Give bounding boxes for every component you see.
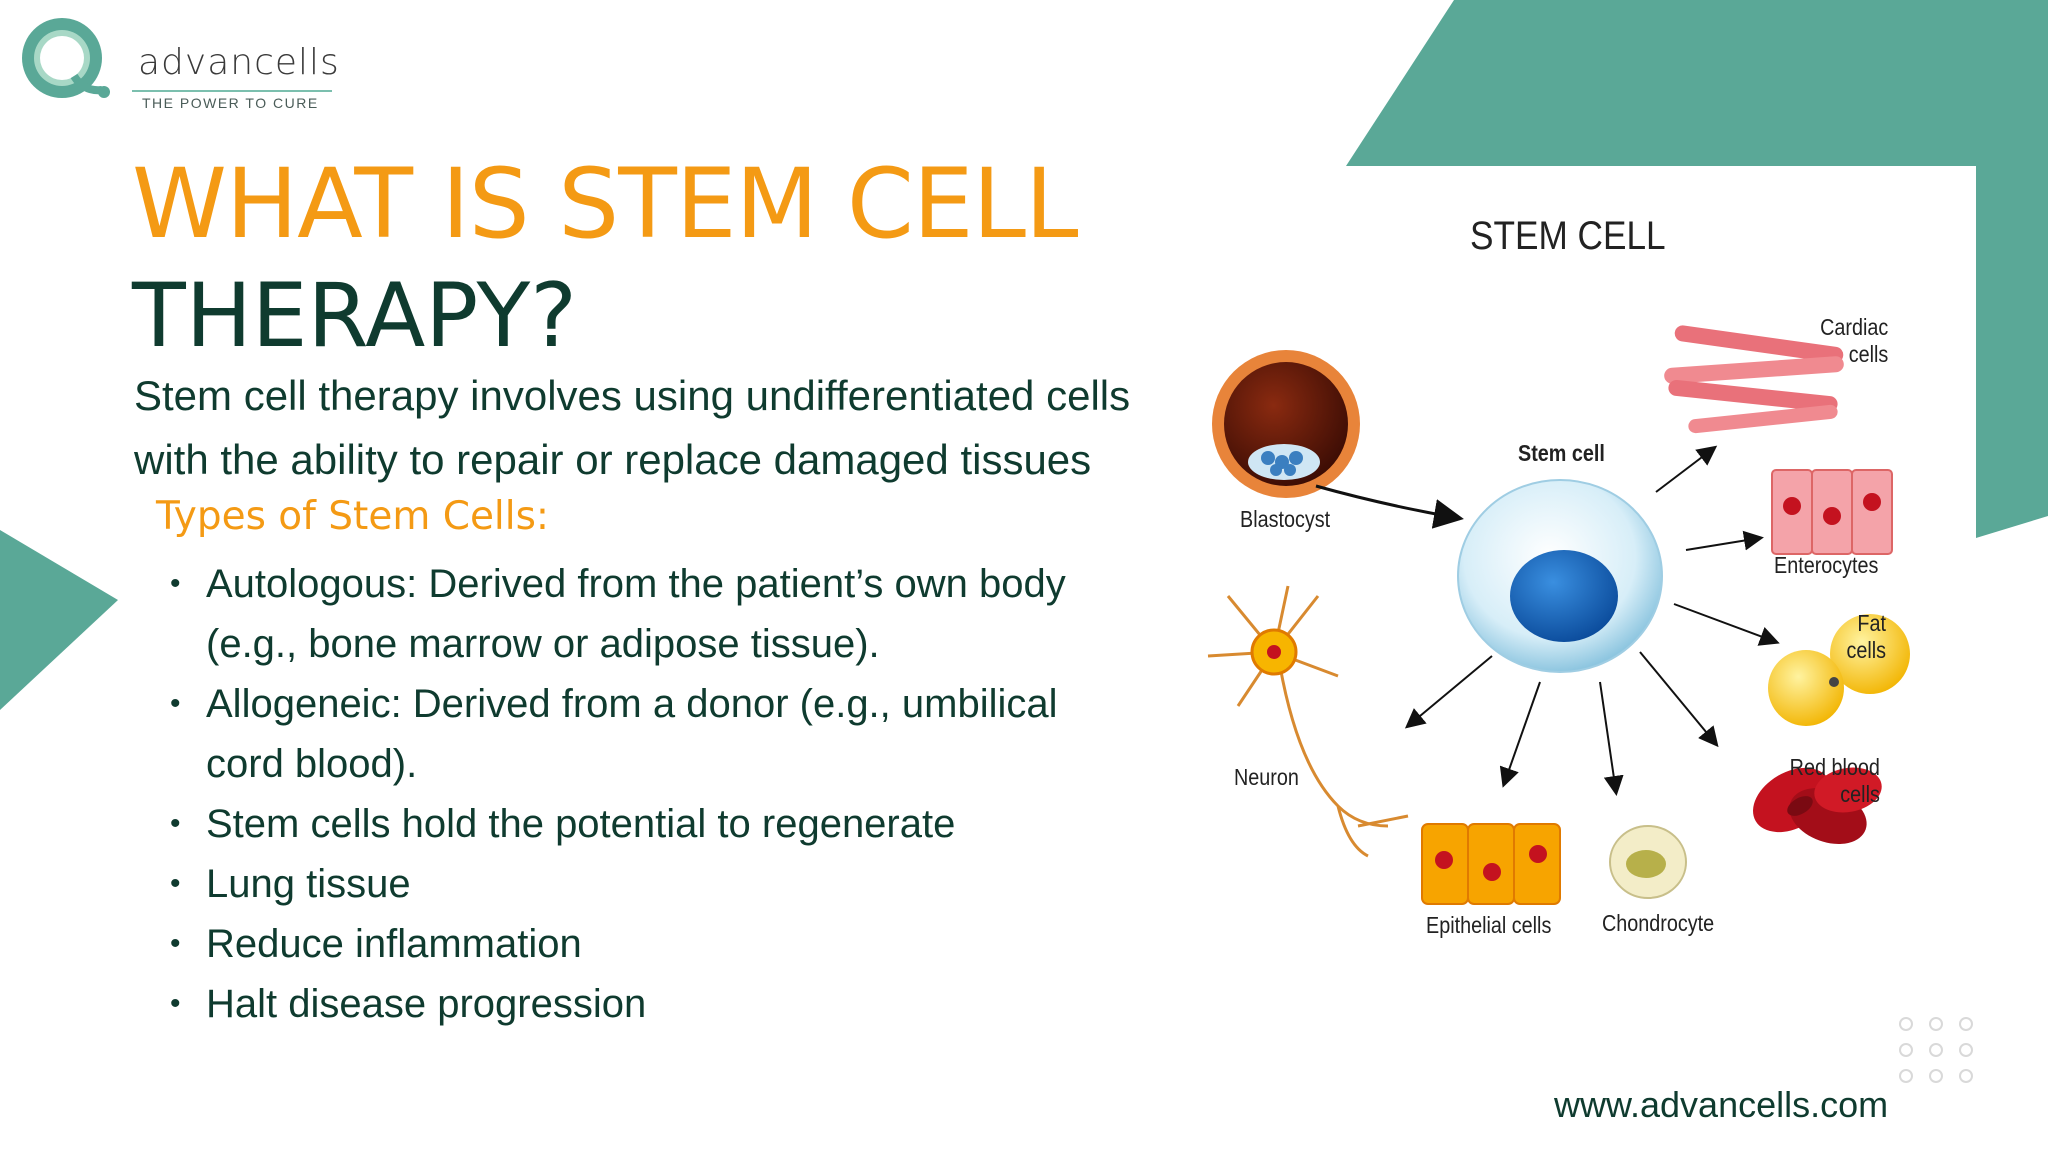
enterocytes-cells [1771,469,1893,555]
brand-logo[interactable]: advancells THE POWER TO CURE [18,14,340,111]
stem-cell-illustration [1207,325,1910,905]
chondrocyte-cell [1609,825,1687,899]
label-rbc-line-2: cells [1840,781,1880,807]
label-enterocytes: Enterocytes [1774,552,1879,578]
bullet-item: Halt disease progression [160,974,1120,1034]
differentiation-arrows [1404,445,1780,796]
label-fat-line-2: cells [1846,637,1886,663]
blastocyst-cell [1212,350,1360,498]
label-rbc-line-1: Red blood [1789,754,1880,780]
label-red-blood-cells: Red blood cells [1790,754,1880,808]
bullet-item: Lung tissue [160,854,1120,914]
diagram-title: STEM CELL [1470,214,1666,258]
bullet-item: Reduce inflammation [160,914,1120,974]
stem-cell [1457,479,1663,673]
cardiac-cells [1664,325,1844,434]
label-fat-cells: Fat cells [1846,610,1886,664]
bullet-list: Autologous: Derived from the patient’s o… [160,554,1120,1034]
fat-cells [1768,614,1910,726]
page-title-line-2: THERAPY? [132,264,577,367]
decorative-teal-triangle [0,530,118,710]
label-stem-cell: Stem cell [1518,440,1605,466]
red-blood-cells [1753,767,1882,845]
types-heading: Types of Stem Cells: [156,494,550,539]
stem-cell-diagram: STEM CELL Stem cell Blastocyst Cardiac c… [1188,166,1976,996]
label-cardiac-line-2: cells [1848,341,1888,367]
decorative-teal-strip [1976,166,2048,538]
bullet-item: Allogeneic: Derived from a donor (e.g., … [160,674,1120,794]
bullet-item: Autologous: Derived from the patient’s o… [160,554,1120,674]
label-neuron: Neuron [1234,764,1299,790]
epithelial-cells [1421,823,1561,905]
label-chondrocyte: Chondrocyte [1602,910,1715,936]
intro-line-2: with the ability to repair or replace da… [134,436,1092,483]
label-cardiac-line-1: Cardiac [1819,314,1888,340]
label-fat-line-1: Fat [1857,610,1886,636]
decorative-teal-banner [1346,0,2048,166]
decorative-dots [1899,1017,1973,1083]
neuron-cell [1207,585,1409,858]
label-blastocyst: Blastocyst [1240,506,1331,532]
logo-tagline: THE POWER TO CURE [132,90,332,111]
logo-wordmark: advancells [138,42,340,83]
website-link[interactable]: www.advancells.com [1554,1084,1889,1125]
label-epithelial-cells: Epithelial cells [1426,912,1552,938]
bullet-item: Stem cells hold the potential to regener… [160,794,1120,854]
intro-line-1: Stem cell therapy involves using undiffe… [134,372,1131,419]
page-title-line-1: WHAT IS STEM CELL [132,148,1078,260]
logo-mark-icon [22,18,110,98]
intro-paragraph: Stem cell therapy involves using undiffe… [134,364,1158,492]
label-cardiac: Cardiac cells [1820,314,1888,368]
